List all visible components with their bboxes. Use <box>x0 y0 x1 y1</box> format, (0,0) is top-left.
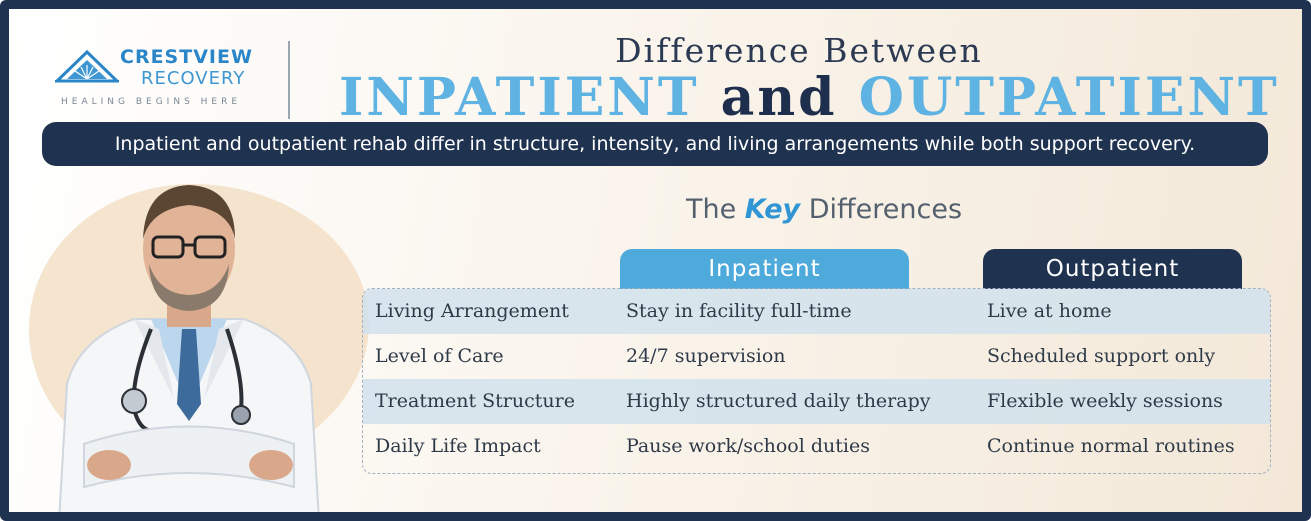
row-label: Daily Life Impact <box>375 435 541 457</box>
key-heading-pre: The <box>685 194 737 225</box>
title-line1: Difference Between <box>615 31 983 70</box>
inpatient-cell: Highly structured daily therapy <box>626 390 931 412</box>
title-outpatient: OUTPATIENT <box>858 67 1280 128</box>
outpatient-header-label: Outpatient <box>1045 256 1180 282</box>
logo-subname: RECOVERY <box>141 68 246 89</box>
summary-text: Inpatient and outpatient rehab differ in… <box>114 133 1196 155</box>
key-differences-heading: The Key Differences <box>649 194 999 225</box>
outpatient-cell: Flexible weekly sessions <box>987 390 1223 412</box>
title-inpatient: INPATIENT <box>339 67 700 128</box>
row-label: Level of Care <box>375 345 504 367</box>
comparison-table: Living Arrangement Stay in facility full… <box>362 288 1271 474</box>
summary-banner: Inpatient and outpatient rehab differ in… <box>42 122 1268 166</box>
outpatient-column-header: Outpatient <box>983 249 1242 289</box>
title-and: and <box>720 67 838 128</box>
outpatient-cell: Scheduled support only <box>987 345 1216 367</box>
inpatient-header-label: Inpatient <box>708 256 821 282</box>
inpatient-cell: Pause work/school duties <box>626 435 870 457</box>
table-row: Living Arrangement Stay in facility full… <box>363 289 1270 334</box>
row-label: Living Arrangement <box>375 300 569 322</box>
inpatient-cell: 24/7 supervision <box>626 345 786 367</box>
key-heading-post: Differences <box>808 194 963 225</box>
key-heading-key: Key <box>744 194 801 225</box>
crest-logo-icon <box>55 49 119 83</box>
title-line2: INPATIENT and OUTPATIENT <box>339 67 1277 128</box>
table-row: Treatment Structure Highly structured da… <box>363 379 1270 424</box>
inpatient-cell: Stay in facility full-time <box>626 300 852 322</box>
outpatient-cell: Live at home <box>987 300 1112 322</box>
logo-tagline: HEALING BEGINS HERE <box>61 97 242 107</box>
doctor-illustration <box>58 185 320 512</box>
header-divider <box>288 41 290 119</box>
inpatient-column-header: Inpatient <box>620 249 909 289</box>
logo-name: CRESTVIEW <box>120 46 253 68</box>
table-row: Daily Life Impact Pause work/school duti… <box>363 424 1270 469</box>
outpatient-cell: Continue normal routines <box>987 435 1235 457</box>
crestview-logo: CRESTVIEW RECOVERY HEALING BEGINS HERE <box>55 41 265 116</box>
table-row: Level of Care 24/7 supervision Scheduled… <box>363 334 1270 379</box>
row-label: Treatment Structure <box>375 390 575 412</box>
